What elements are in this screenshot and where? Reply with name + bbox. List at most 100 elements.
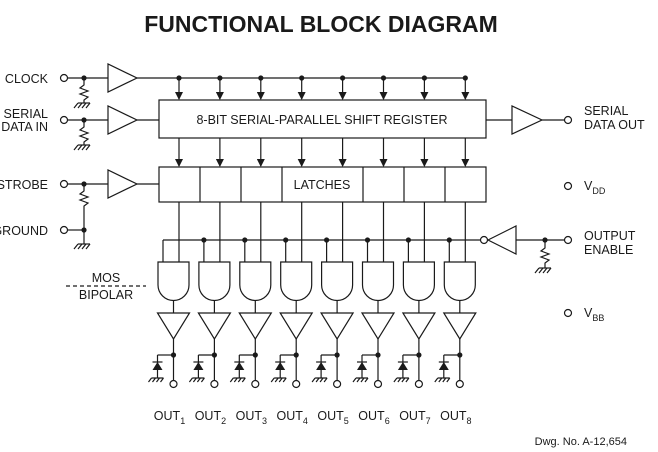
serial-in-buffer bbox=[107, 105, 139, 135]
diode-ground-icon bbox=[229, 377, 246, 383]
enable-tap-dot bbox=[446, 237, 452, 243]
strobe-pulldown-resistor bbox=[78, 184, 90, 230]
output-driver bbox=[279, 312, 314, 341]
clamp-diode-icon bbox=[357, 362, 367, 370]
diode-ground-icon bbox=[352, 377, 369, 383]
latch-dividers bbox=[199, 167, 446, 202]
output-pin bbox=[373, 379, 383, 389]
clock-ground-symbol bbox=[73, 102, 91, 109]
output-enable-inverter bbox=[486, 225, 517, 255]
serial-data-in-label-line2: DATA IN bbox=[1, 120, 48, 134]
diagram-title: FUNCTIONAL BLOCK DIAGRAM bbox=[144, 11, 498, 37]
output-enable-label-line2: ENABLE bbox=[584, 243, 633, 257]
enable-tap-dot bbox=[242, 237, 248, 243]
output-driver bbox=[156, 312, 191, 341]
enable-tap-dot bbox=[283, 237, 289, 243]
clamp-diode-icon bbox=[234, 362, 245, 370]
output-label: OUT2 bbox=[195, 409, 226, 426]
diode-ground-icon bbox=[393, 377, 410, 383]
serial-data-out-label-line1: SERIAL bbox=[584, 104, 629, 118]
diode-ground-icon bbox=[148, 377, 164, 383]
output-channel: OUT5 bbox=[311, 75, 355, 426]
latches-label: LATCHES bbox=[294, 178, 351, 192]
output-channel: OUT2 bbox=[188, 75, 232, 426]
drawing-number: Dwg. No. A-12,654 bbox=[535, 436, 627, 448]
diode-ground-icon bbox=[188, 377, 205, 383]
output-label: OUT5 bbox=[317, 409, 348, 426]
and-gate bbox=[198, 261, 231, 302]
vdd-label: VDD bbox=[584, 179, 606, 196]
and-gate bbox=[280, 261, 313, 302]
ground-pin bbox=[59, 225, 69, 235]
output-pin bbox=[455, 379, 464, 389]
output-pin bbox=[414, 379, 423, 389]
shift-register-block bbox=[158, 99, 487, 139]
vbb-label: VBB bbox=[584, 306, 604, 323]
and-gate bbox=[443, 261, 476, 302]
output-driver bbox=[401, 312, 436, 341]
serial-data-out-label-line2: DATA OUT bbox=[584, 118, 645, 132]
output-label: OUT8 bbox=[440, 409, 471, 426]
output-pin bbox=[169, 379, 178, 389]
mos-label: MOS bbox=[92, 271, 120, 285]
serial-out-buffer bbox=[511, 105, 544, 135]
output-enable-pullup-resistor bbox=[539, 240, 551, 268]
and-gate bbox=[321, 261, 354, 302]
output-channel: OUT8 bbox=[434, 75, 477, 426]
output-driver bbox=[238, 312, 273, 341]
output-channel: OUT1 bbox=[148, 75, 191, 426]
clamp-diode-icon bbox=[438, 362, 449, 370]
vbb-pin bbox=[563, 308, 573, 318]
output-enable-pin bbox=[563, 235, 573, 245]
enable-tap-dot bbox=[324, 237, 330, 243]
ground-symbol bbox=[73, 243, 91, 250]
latches-block bbox=[158, 166, 487, 203]
output-enable-ground-symbol bbox=[534, 267, 552, 274]
output-pin bbox=[251, 379, 260, 389]
vdd-pin bbox=[563, 181, 573, 191]
output-pin bbox=[292, 379, 301, 389]
output-pin bbox=[210, 379, 219, 389]
output-driver bbox=[320, 312, 355, 341]
clock-pin bbox=[59, 73, 69, 83]
and-gate bbox=[157, 261, 190, 302]
serial-in-pulldown-resistor bbox=[78, 120, 90, 145]
output-driver bbox=[197, 312, 232, 341]
clamp-diode-icon bbox=[275, 362, 286, 370]
output-pin bbox=[333, 379, 342, 389]
diode-ground-icon bbox=[311, 377, 328, 383]
diode-ground-icon bbox=[434, 377, 451, 383]
enable-tap-dot bbox=[201, 237, 207, 243]
output-driver bbox=[360, 312, 396, 341]
clock-buffer bbox=[107, 63, 139, 93]
enable-tap-dot bbox=[405, 237, 411, 243]
ground-label: GROUND bbox=[0, 224, 48, 238]
output-enable-inverter-bubble bbox=[479, 235, 489, 245]
output-driver bbox=[442, 312, 477, 341]
serial-data-out-pin bbox=[563, 115, 573, 125]
clamp-diode-icon bbox=[193, 362, 204, 370]
output-channel: OUT6 bbox=[352, 75, 396, 426]
clamp-diode-icon bbox=[397, 362, 408, 370]
clock-label: CLOCK bbox=[5, 72, 49, 86]
output-label: OUT3 bbox=[236, 409, 267, 426]
clamp-diode-icon bbox=[316, 362, 327, 370]
output-channel: OUT4 bbox=[270, 75, 314, 426]
strobe-buffer bbox=[107, 169, 139, 199]
and-gate bbox=[402, 261, 435, 302]
serial-in-ground-symbol bbox=[73, 144, 91, 151]
output-label: OUT4 bbox=[276, 409, 307, 426]
output-label: OUT6 bbox=[358, 409, 389, 426]
shift-register-label: 8-BIT SERIAL-PARALLEL SHIFT REGISTER bbox=[196, 113, 447, 127]
bipolar-label: BIPOLAR bbox=[79, 288, 133, 302]
and-gate bbox=[239, 261, 272, 302]
output-label: OUT7 bbox=[399, 409, 430, 426]
diode-ground-icon bbox=[270, 377, 287, 383]
strobe-label: STROBE bbox=[0, 178, 48, 192]
serial-data-in-pin bbox=[59, 115, 69, 125]
clamp-diode-icon bbox=[152, 362, 163, 370]
serial-data-in-label-line1: SERIAL bbox=[4, 107, 49, 121]
output-channel: OUT7 bbox=[393, 75, 436, 426]
clock-pulldown-resistor bbox=[78, 78, 90, 103]
